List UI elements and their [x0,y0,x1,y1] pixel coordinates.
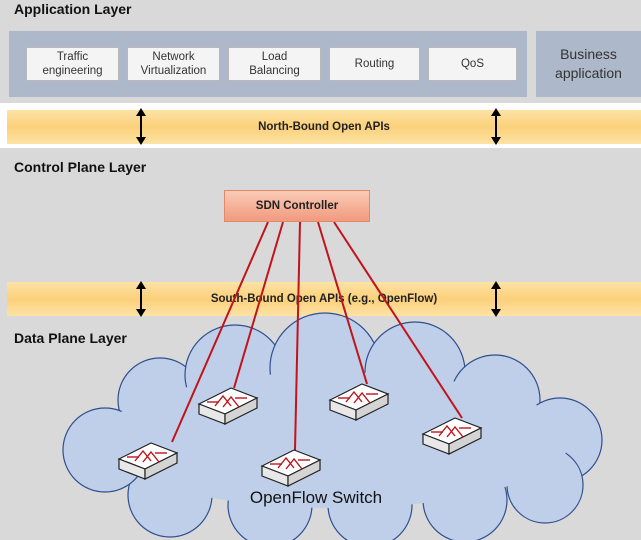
traffic-engineering-box: Traffic engineering [26,47,119,81]
south-bound-api-label: South-Bound Open APIs (e.g., OpenFlow) [210,293,438,305]
control-plane-layer-title: Control Plane Layer [14,159,147,175]
openflow-switch-icon [421,417,483,455]
openflow-switch-icon [197,387,259,425]
openflow-switch-icon [260,449,322,487]
south-bound-arrow-right [491,281,501,317]
openflow-switches [117,383,483,487]
data-plane-layer-title: Data Plane Layer [14,330,127,346]
north-bound-api-label: North-Bound Open APIs [258,121,390,133]
openflow-switch-icon [117,442,179,480]
network-virtualization-box: Network Virtualization [127,47,220,81]
routing-box: Routing [329,47,420,81]
sdn-controller-box: SDN Controller [224,190,370,222]
north-bound-arrow-right [491,108,501,145]
qos-box: QoS [428,47,517,81]
north-bound-arrow-left [136,108,146,145]
north-bound-api-bar: North-Bound Open APIs [7,110,641,144]
south-bound-api-bar: South-Bound Open APIs (e.g., OpenFlow) [7,282,641,316]
application-layer-title: Application Layer [14,1,132,17]
openflow-switch-icon [328,383,390,421]
controller-links [171,221,463,451]
load-balancing-box: Load Balancing [228,47,321,81]
south-bound-arrow-left [136,281,146,317]
business-application-box: Business application [536,31,641,97]
openflow-switch-label: OpenFlow Switch [249,488,383,507]
